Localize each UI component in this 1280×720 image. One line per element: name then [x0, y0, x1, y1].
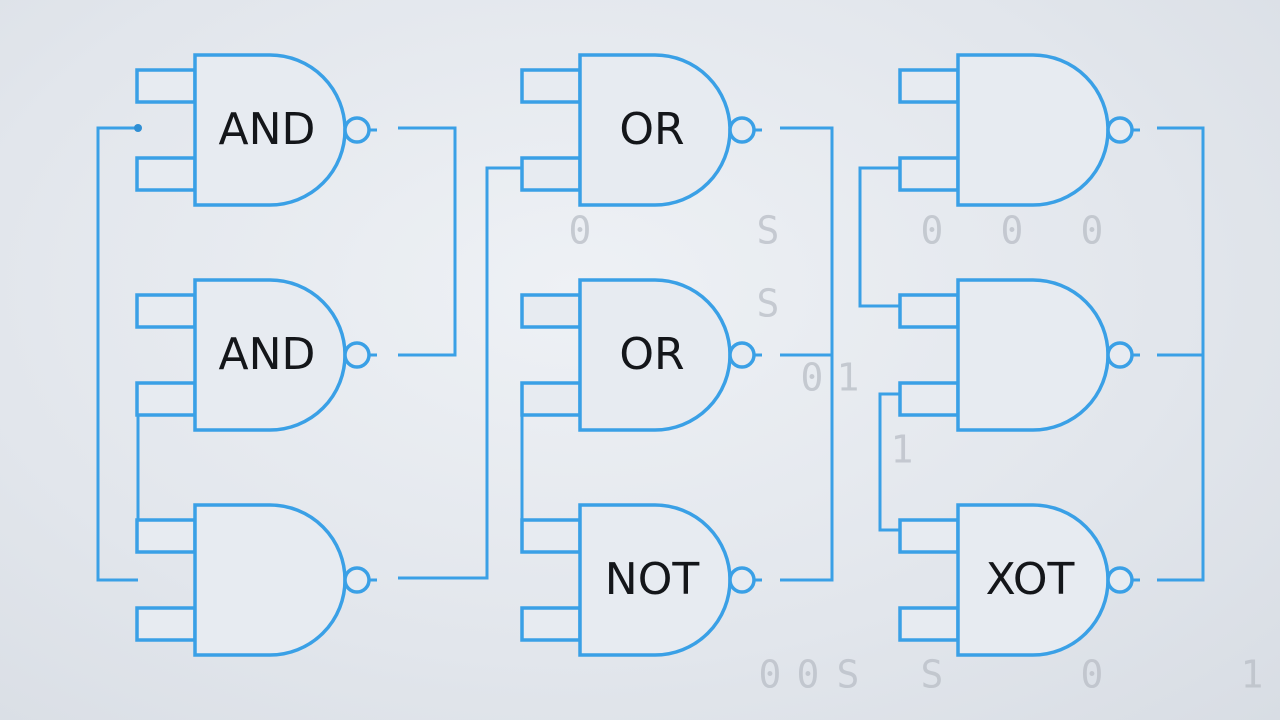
- background-digit: 0: [1081, 653, 1104, 697]
- gate-label: OR: [619, 329, 684, 380]
- wire-g3-output-to-g4-input: [398, 166, 522, 580]
- background-digit: 0: [569, 209, 592, 253]
- background-digit: 0: [1001, 209, 1024, 253]
- logic-gate: [135, 503, 377, 657]
- background-digit: S: [757, 282, 780, 326]
- background-digit: S: [921, 653, 944, 697]
- gate-input-pin: [898, 68, 960, 104]
- gate-input-pin: [135, 156, 197, 192]
- logic-gate: [898, 53, 1140, 207]
- output-bubble: [1106, 116, 1134, 144]
- gate-body: [193, 503, 347, 657]
- background-digit: S: [757, 209, 780, 253]
- gate-input-pin: [135, 606, 197, 642]
- background-digit: 0: [801, 356, 824, 400]
- logic-gates: AND AND OR OR NOT XOT: [135, 53, 1140, 657]
- gate-input-pin: [520, 606, 582, 642]
- logic-gate: OR: [520, 53, 762, 207]
- output-bubble: [1106, 341, 1134, 369]
- gate-input-pin: [898, 606, 960, 642]
- output-bubble: [343, 566, 371, 594]
- wire-g1-input-to-g3-input: [96, 126, 138, 582]
- gate-input-pin: [135, 68, 197, 104]
- gate-input-pin: [520, 68, 582, 104]
- gate-input-pin: [135, 381, 197, 417]
- gate-label: NOT: [605, 554, 700, 605]
- wire-g8-input-to-g9-input: [878, 392, 900, 532]
- background-digit: 0: [1081, 209, 1104, 253]
- output-bubble: [728, 566, 756, 594]
- background-digit: 1: [1241, 653, 1264, 697]
- background-digit: 1: [891, 428, 914, 472]
- background-digit: 0: [921, 209, 944, 253]
- gate-input-pin: [135, 518, 197, 554]
- output-bubble: [343, 116, 371, 144]
- gate-label: OR: [619, 104, 684, 155]
- background-digit: 1: [837, 356, 860, 400]
- gate-body: [956, 53, 1110, 207]
- gate-input-pin: [898, 381, 960, 417]
- gate-input-pin: [898, 293, 960, 329]
- output-bubble: [728, 341, 756, 369]
- gate-label: XOT: [986, 554, 1075, 605]
- output-bubble: [1106, 566, 1134, 594]
- gate-input-pin: [520, 156, 582, 192]
- gate-input-pin: [135, 293, 197, 329]
- gate-input-pin: [898, 156, 960, 192]
- gate-input-pin: [520, 381, 582, 417]
- wires: [96, 124, 1205, 582]
- background-digits: 0 S 0 0 0 S 0 1 1 0 0 S S 0 1: [569, 209, 1264, 697]
- gate-input-pin: [898, 518, 960, 554]
- gate-input-pin: [520, 293, 582, 329]
- logic-gate: AND: [135, 53, 377, 207]
- output-bubble: [728, 116, 756, 144]
- logic-gate: NOT: [520, 503, 762, 657]
- wire-g1-g2-output-bus: [398, 126, 457, 357]
- gate-input-pin: [520, 518, 582, 554]
- gate-label: AND: [219, 329, 316, 380]
- logic-gate: AND: [135, 278, 377, 432]
- logic-gate: [898, 278, 1140, 432]
- logic-gate: OR: [520, 278, 762, 432]
- logic-gate: XOT: [898, 503, 1140, 657]
- output-bubble: [343, 341, 371, 369]
- gate-label: AND: [219, 104, 316, 155]
- gate-body: [956, 278, 1110, 432]
- background-digit: S: [837, 653, 860, 697]
- wire-junction: [134, 124, 142, 132]
- background-digit: 0: [797, 653, 820, 697]
- wire-g7-input-to-g8-input: [858, 166, 900, 308]
- background-digit: 0: [759, 653, 782, 697]
